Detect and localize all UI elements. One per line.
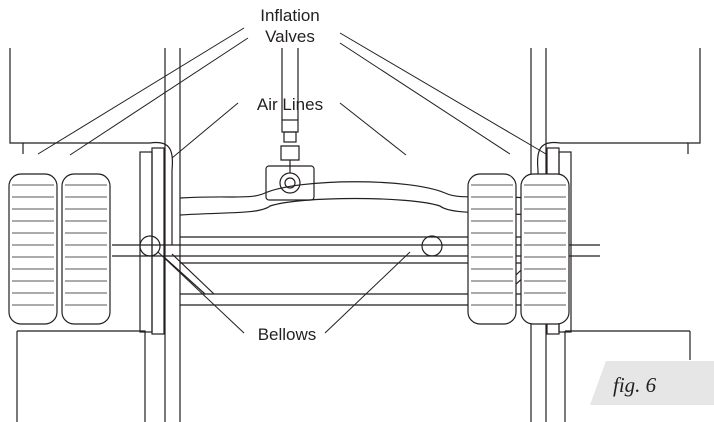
tire xyxy=(8,173,58,325)
air-lines-label: Air Lines xyxy=(257,95,323,114)
figure-tag xyxy=(590,361,714,405)
right-bellow xyxy=(421,235,443,257)
figure-label: fig. 6 xyxy=(613,373,657,397)
tire xyxy=(61,173,111,325)
bellows-label: Bellows xyxy=(258,325,317,344)
inflation-valves-label-line2: Valves xyxy=(265,27,315,46)
tire xyxy=(467,173,517,325)
left-bellow xyxy=(139,235,161,257)
leader-lines xyxy=(37,27,547,334)
right-tires xyxy=(467,173,570,325)
drawbar xyxy=(265,48,315,201)
tire xyxy=(520,173,570,325)
left-body xyxy=(9,48,150,422)
right-body xyxy=(560,48,701,422)
left-tires xyxy=(8,173,111,325)
inflation-valves-label-line1: Inflation xyxy=(260,6,320,25)
